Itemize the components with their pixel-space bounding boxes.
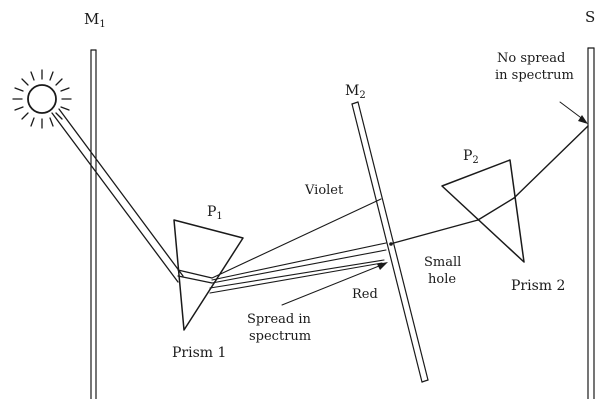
label-m1: M1 [84,10,106,30]
incident-light-beam [51,108,184,283]
label-no-spread-line1: No spread [497,51,565,66]
label-p2: P2 [463,148,479,166]
label-m2: M2 [345,83,366,101]
dispersed-spectrum-rays [209,198,387,294]
prism-2 [441,159,525,263]
prism-1-internal-beam [177,269,213,284]
sun-icon [12,69,72,129]
red-ray [209,262,383,294]
label-s: S [585,8,595,26]
screen-s [587,47,595,399]
label-prism-2: Prism 2 [511,278,565,294]
label-p1: P1 [207,204,223,222]
selected-beam [389,219,479,245]
prism-1 [173,219,244,331]
label-no-spread-line2: in spectrum [495,68,574,83]
label-spread-line2: spectrum [249,329,311,344]
label-small-line1: Small [424,255,461,270]
screen-m1 [90,49,97,399]
spread-arrow [281,262,388,306]
label-spread-line1: Spread in [247,312,311,327]
label-violet: Violet [304,183,344,198]
no-spread-arrow [559,101,588,124]
label-small-line2: hole [428,272,456,287]
small-hole [389,242,393,246]
screen-m2 [351,101,429,383]
prism-2-internal-beam [477,197,515,221]
violet-ray [211,198,382,279]
label-prism-1: Prism 1 [172,345,226,361]
label-red: Red [352,287,378,302]
emergent-beam [513,125,589,199]
